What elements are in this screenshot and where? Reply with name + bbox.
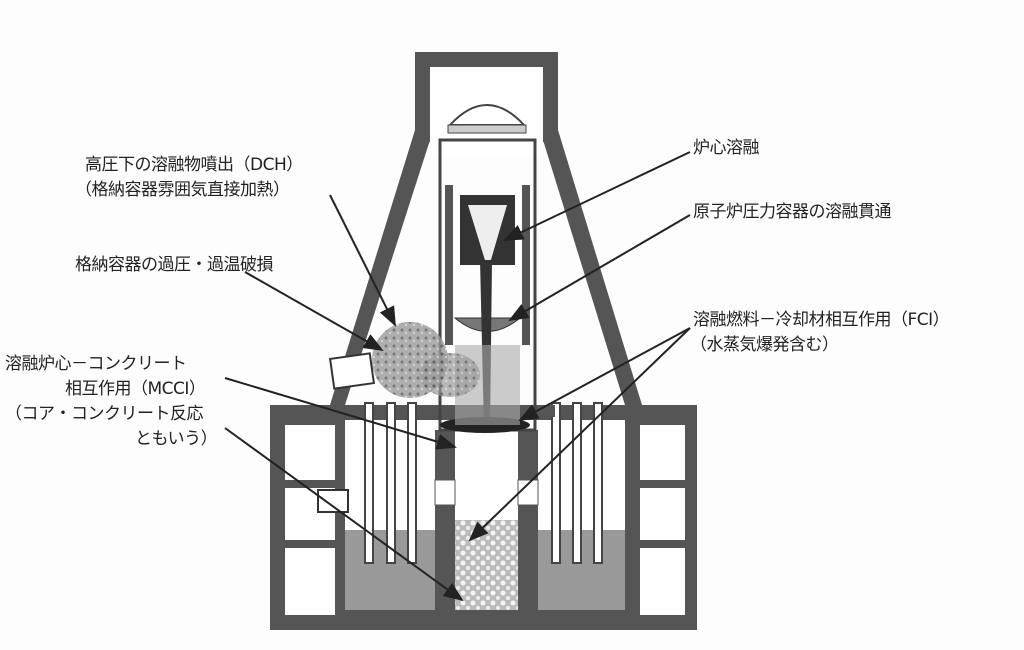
- label-core-melt: 炉心溶融: [693, 138, 760, 158]
- label-overpressure: 格納容器の過圧・過温破損: [75, 255, 274, 275]
- label-fci: 溶融燃料－冷却材相互作用（FCI）: [693, 310, 950, 330]
- hatches: [317, 352, 376, 513]
- label-mcci-3: （コア・コンクリート反応: [5, 404, 204, 424]
- dch-debris-cloud: [372, 322, 480, 398]
- label-mcci-4: ともいう）: [135, 429, 218, 449]
- label-dch: 高圧下の溶融物噴出（DCH）: [85, 155, 303, 175]
- label-mcci-1: 溶融炉心－コンクリート: [5, 354, 187, 374]
- label-rpv-melt-through: 原子炉圧力容器の溶融貫通: [693, 202, 892, 222]
- leader-lines: [224, 151, 691, 602]
- pedestal: [420, 405, 555, 610]
- label-fci-note: （水蒸気爆発含む）: [690, 335, 839, 355]
- label-mcci-2: 相互作用（MCCI）: [65, 379, 206, 399]
- containment-shell: [330, 52, 642, 405]
- label-dch-note: （格納容器雰囲気直接加熱）: [75, 180, 290, 200]
